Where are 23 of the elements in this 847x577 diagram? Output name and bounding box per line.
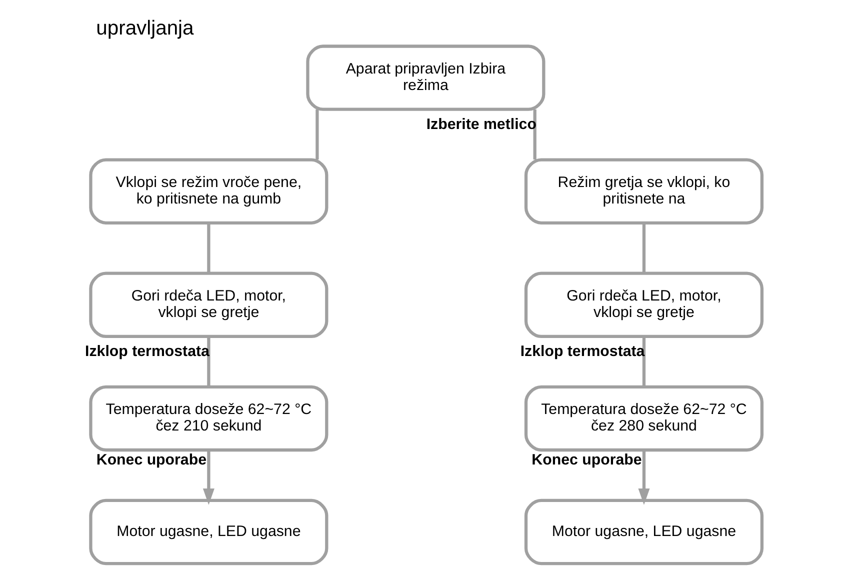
- node-box: Temperatura doseže 62~72 °C čez 210 sekund: [89, 385, 328, 452]
- node-box: Temperatura doseže 62~72 °C čez 280 sekund: [524, 385, 764, 452]
- edge-label: Konec uporabe: [532, 452, 642, 469]
- node-box: Aparat pripravljen Izbira režima: [306, 44, 546, 111]
- edge-label: Izklop termostata: [85, 343, 210, 360]
- edge-label: Konec uporabe: [96, 452, 206, 469]
- node-box: Motor ugasne, LED ugasne: [89, 498, 328, 566]
- arrow: [202, 450, 214, 505]
- edge-label: Izberite metlico: [426, 116, 536, 133]
- node-box: Gori rdeča LED, motor, vklopi se gretje: [524, 272, 764, 338]
- node-box: Gori rdeča LED, motor, vklopi se gretje: [89, 272, 328, 338]
- node-box: Vklopi se režim vroče pene, ko pritisnete na gumb: [89, 158, 328, 224]
- arrow: [638, 450, 650, 505]
- edge-label: Izklop termostata: [520, 343, 645, 360]
- connector: [207, 336, 210, 387]
- node-box: Režim gretja se vklopi, ko pritisnete na: [524, 158, 764, 224]
- diagram-title: upravljanja: [96, 18, 194, 40]
- connector: [642, 336, 646, 387]
- connector: [316, 109, 319, 160]
- connector: [207, 222, 210, 274]
- connector: [533, 109, 536, 160]
- node-box: Motor ugasne, LED ugasne: [524, 498, 764, 566]
- connector: [642, 222, 646, 274]
